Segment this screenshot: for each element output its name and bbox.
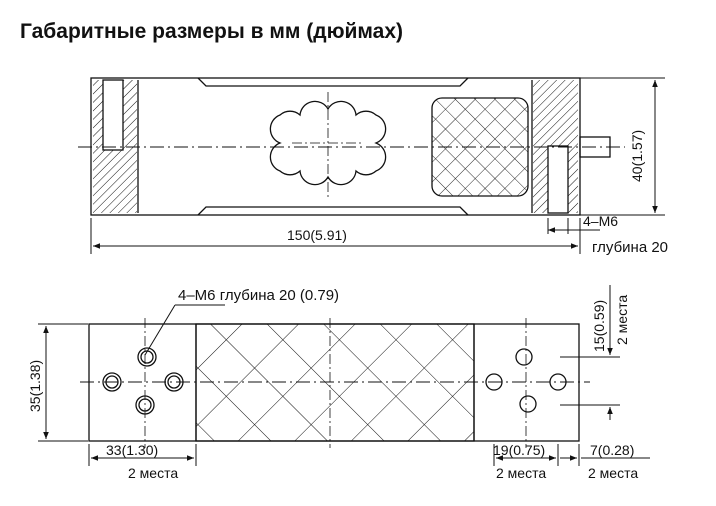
offset-right-note: 2 места (496, 465, 546, 481)
holes-note: 4–M6 глубина 20 (0.79) (178, 287, 339, 304)
side-length-label: 150(5.91) (287, 227, 347, 243)
top-groove (197, 77, 469, 87)
side-dimensions (90, 77, 665, 254)
top-width-label: 35(1.38) (27, 360, 43, 412)
edge-label: 7(0.28) (590, 442, 634, 458)
offset-left-note: 2 места (128, 465, 178, 481)
side-thread-label: 4–M6 (583, 213, 618, 229)
left-mounting-holes (102, 347, 184, 415)
side-height-label: 40(1.57) (629, 130, 645, 182)
top-view (80, 318, 590, 448)
side-thread-depth: глубина 20 (592, 239, 668, 256)
offset-right-label: 19(0.75) (493, 442, 545, 458)
vertical-offset-note: 2 места (614, 295, 630, 345)
edge-note: 2 места (588, 465, 638, 481)
top-dimensions (38, 285, 650, 466)
vertical-offset-label: 15(0.59) (591, 300, 607, 352)
top-strain-gauge (195, 323, 475, 442)
side-view (78, 77, 625, 216)
offset-left-label: 33(1.30) (106, 442, 158, 458)
bottom-groove (197, 206, 469, 216)
page-title: Габаритные размеры в мм (дюймах) (20, 20, 403, 43)
